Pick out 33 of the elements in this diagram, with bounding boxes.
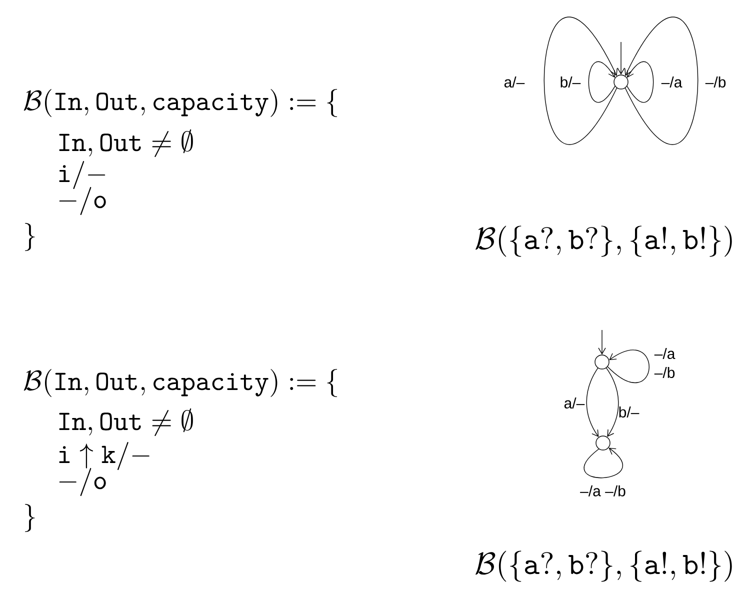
formula: $\mathtt{i}/-$	[59, 161, 106, 189]
formula: $\mathtt{In},\mathtt{Out} \neq \emptyset$	[59, 408, 193, 436]
edge-label: b/–	[560, 76, 581, 88]
state-circle	[594, 354, 610, 370]
state-circle	[614, 74, 628, 90]
initial-arrow	[617, 42, 625, 75]
formula: $\mathcal{B}(\mathtt{In},\mathtt{Out},\mathtt{capacity}) := \{$	[24, 89, 338, 117]
formula: $\}$	[25, 223, 35, 251]
edge-label: b/–	[619, 406, 640, 418]
formula: $-/\mathtt{o}$	[59, 468, 106, 496]
edge-label: –/b	[705, 76, 726, 88]
loop-arrow	[607, 350, 650, 383]
loop-arrow	[624, 18, 698, 144]
formula: $\mathcal{B}(\mathtt{In},\mathtt{Out},\mathtt{capacity}) := \{$	[24, 369, 338, 397]
formula: $\}$	[25, 504, 35, 532]
formula: $\mathtt{i}\uparrow\mathtt{k}/-$	[59, 442, 150, 470]
edge-label: a/–	[504, 76, 525, 88]
loop-arrow	[626, 62, 654, 102]
loop-arrow	[584, 448, 623, 478]
edge-label: –/a –/b	[654, 348, 676, 378]
state-circle	[596, 436, 610, 450]
edge-label: –/a	[661, 76, 682, 88]
formula: $\mathcal{B}(\{\mathtt{a}?,\mathtt{b}?\},\{\mathtt{a}!,\mathtt{b}!\})$	[476, 226, 732, 257]
formula: $\mathcal{B}(\{\mathtt{a}?,\mathtt{b}?\},\{\mathtt{a}!,\mathtt{b}!\})$	[476, 550, 732, 582]
edge-label: a/–	[564, 398, 585, 408]
loop-arrow	[544, 18, 618, 144]
formula: $-/\mathtt{o}$	[59, 187, 106, 215]
loop-arrow	[588, 62, 616, 102]
formula: $\mathtt{In},\mathtt{Out} \neq \emptyset$	[59, 129, 193, 158]
initial-arrow	[598, 330, 606, 355]
edge-label: –/a –/b	[580, 485, 626, 496]
transition-arrow	[586, 368, 599, 438]
transition-arrow	[606, 368, 619, 437]
